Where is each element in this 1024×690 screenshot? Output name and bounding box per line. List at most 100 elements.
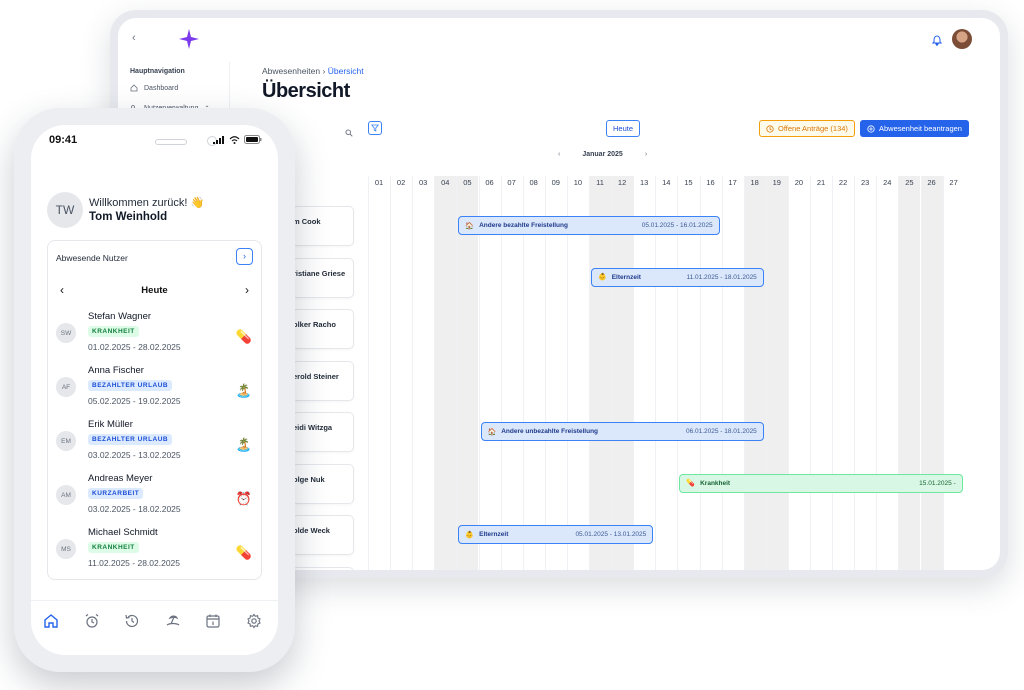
collapse-button[interactable]: ‹ xyxy=(132,32,136,44)
month-prev-button[interactable]: ‹ xyxy=(558,151,561,158)
day-column xyxy=(500,176,523,570)
date-range: 01.02.2025 - 28.02.2025 xyxy=(88,342,181,352)
avatar: EM xyxy=(56,431,76,451)
user-row[interactable]: olker Racho xyxy=(292,309,354,349)
baby-icon: 👶 xyxy=(598,274,607,281)
day-label: 19 xyxy=(772,178,781,187)
absence-type: Andere unbezahlte Freistellung xyxy=(501,428,599,435)
settings-icon[interactable] xyxy=(246,613,262,629)
day-label: 13 xyxy=(640,178,649,187)
breadcrumb-current: Übersicht xyxy=(327,66,364,76)
calendar-icon[interactable] xyxy=(205,613,221,629)
day-label: 07 xyxy=(507,178,516,187)
day-label: 03 xyxy=(419,178,428,187)
date-range: 03.02.2025 - 13.02.2025 xyxy=(88,450,181,460)
day-column xyxy=(434,176,457,570)
open-requests-button[interactable]: Offene Anträge (134) xyxy=(759,120,855,137)
day-label: Heute xyxy=(141,285,168,296)
user-name: erold Steiner xyxy=(293,371,339,381)
month-navigator: ‹ Januar 2025 › xyxy=(558,151,647,158)
card-open-button[interactable]: › xyxy=(236,248,253,265)
day-label: 10 xyxy=(573,178,583,187)
day-column xyxy=(765,176,788,570)
vacation-icon[interactable] xyxy=(165,613,181,629)
avatar[interactable]: TW xyxy=(47,192,83,228)
tab-bar xyxy=(31,600,278,640)
day-label: 20 xyxy=(794,178,804,187)
logo-icon[interactable] xyxy=(178,28,200,55)
day-label: 17 xyxy=(728,178,737,187)
today-button[interactable]: Heute xyxy=(606,120,641,137)
day-prev-button[interactable]: ‹ xyxy=(60,283,64,297)
bell-icon[interactable] xyxy=(931,33,943,51)
day-column xyxy=(920,176,943,570)
user-row[interactable]: olde Weck xyxy=(292,515,354,555)
top-bar: ‹ xyxy=(118,18,1000,62)
day-column xyxy=(390,176,412,570)
request-absence-button[interactable]: Abwesenheit beantragen xyxy=(860,120,969,137)
status-time: 09:41 xyxy=(49,134,78,146)
search-icon[interactable] xyxy=(345,124,353,142)
profile-avatar[interactable] xyxy=(952,29,972,49)
absence-type: Elternzeit xyxy=(611,273,641,281)
user-name: Tom Weinhold xyxy=(89,211,168,223)
sidebar-item-dashboard[interactable]: Dashboard xyxy=(130,84,178,92)
absence-type-icon: ⏰ xyxy=(235,491,252,506)
sidebar-title: Hauptnavigation xyxy=(130,68,185,75)
day-next-button[interactable]: › xyxy=(245,283,249,297)
alarm-icon[interactable] xyxy=(84,613,100,629)
day-column xyxy=(854,176,876,570)
day-column xyxy=(456,176,479,570)
breadcrumb-parent[interactable]: Abwesenheiten xyxy=(262,66,321,76)
person-name: Erik Müller xyxy=(88,419,133,430)
status-badge: KRANKHEIT xyxy=(88,326,139,337)
person-name: Andreas Meyer xyxy=(88,473,153,484)
day-label: 01 xyxy=(374,178,384,187)
user-name: eidi Witzga xyxy=(293,423,333,432)
day-label: 06 xyxy=(485,178,494,187)
user-row[interactable]: olge Nuk xyxy=(292,463,354,504)
month-next-button[interactable]: › xyxy=(644,151,648,158)
day-label: 14 xyxy=(662,178,671,187)
day-column xyxy=(589,176,611,570)
user-row[interactable]: eidi Witzga xyxy=(292,412,354,452)
home-icon xyxy=(130,84,138,92)
absence-type: Andere bezahlte Freistellung xyxy=(479,222,568,229)
welcome-text: Willkommen zurück! 👋 xyxy=(89,197,205,209)
status-badge: BEZAHLTER URLAUB xyxy=(88,434,173,445)
absence-dates: 05.01.2025 - 16.01.2025 xyxy=(641,222,713,229)
home-icon[interactable] xyxy=(43,613,59,629)
user-row[interactable]: m Cook xyxy=(292,206,354,246)
day-label: 08 xyxy=(529,178,538,187)
user-row[interactable]: ter Beit xyxy=(292,566,354,570)
person-name: Michael Schmidt xyxy=(88,527,158,538)
clock-icon xyxy=(766,124,774,133)
baby-icon: 👶 xyxy=(465,531,475,539)
filter-button[interactable] xyxy=(368,121,382,135)
day-label: 27 xyxy=(949,178,958,187)
filter-icon xyxy=(371,124,379,132)
user-row[interactable]: erold Steiner xyxy=(292,360,354,401)
absence-type-icon: 🏝️ xyxy=(235,437,252,452)
absence-type: Krankheit xyxy=(700,479,731,487)
history-icon[interactable] xyxy=(124,613,140,629)
day-label: 02 xyxy=(396,178,406,187)
person-name: Anna Fischer xyxy=(88,365,144,376)
user-name: m Cook xyxy=(293,217,321,226)
request-absence-label: Abwesenheit beantragen xyxy=(879,124,962,133)
day-label: 26 xyxy=(927,178,936,187)
date-range: 11.02.2025 - 28.02.2025 xyxy=(88,558,181,568)
day-column xyxy=(633,176,655,570)
user-row[interactable]: ristiane Griese xyxy=(292,257,354,298)
